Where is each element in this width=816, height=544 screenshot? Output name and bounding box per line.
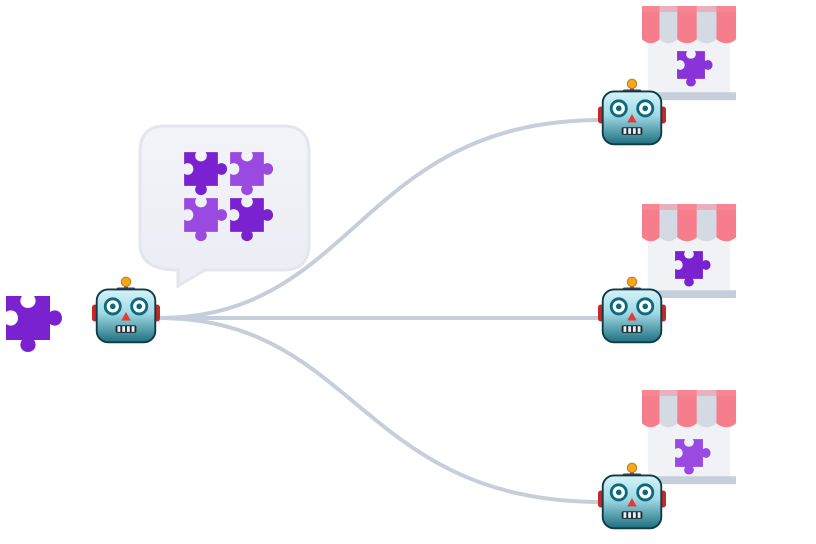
connectors xyxy=(156,118,604,504)
hub-robot-icon xyxy=(90,275,162,344)
store-3 xyxy=(641,390,737,485)
store-1 xyxy=(641,6,737,101)
thought-bubble xyxy=(138,124,311,289)
store-2 xyxy=(641,204,737,299)
input-puzzle-piece-icon xyxy=(6,296,62,352)
connector-1 xyxy=(156,118,604,320)
connector-3 xyxy=(156,316,604,504)
